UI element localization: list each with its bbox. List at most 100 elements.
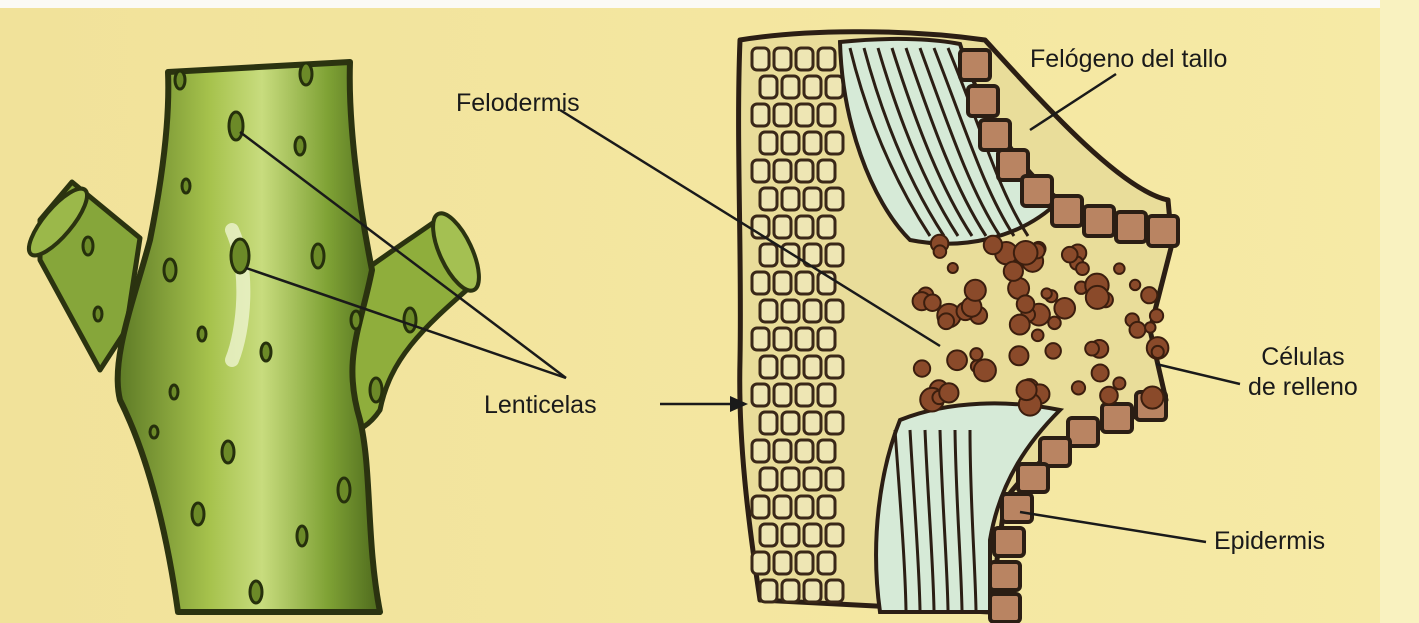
cortex-cell [796, 328, 813, 350]
filling-cell [1076, 262, 1089, 275]
cortex-cell [804, 300, 821, 322]
filling-cell [1014, 241, 1038, 265]
lenticel-dot [164, 259, 176, 281]
label-felodermis: Felodermis [456, 88, 580, 118]
cork-cell [1102, 404, 1132, 432]
cortex-cell [774, 104, 791, 126]
cortex-cell [752, 384, 769, 406]
cortex-cell [782, 468, 799, 490]
cortex-cell [796, 104, 813, 126]
cortex-cell [818, 104, 835, 126]
page-top-edge [0, 0, 1419, 8]
cortex-cell [796, 552, 813, 574]
cortex-cell [760, 468, 777, 490]
lenticel-dot [229, 112, 243, 140]
filling-cell [974, 359, 996, 381]
lenticel-dot [222, 441, 234, 463]
cork-cell [960, 50, 990, 80]
cortex-cell [818, 496, 835, 518]
lenticel-dot [94, 307, 102, 321]
lenticel-dot [150, 426, 158, 438]
cortex-cell [774, 160, 791, 182]
cortex-cell [774, 328, 791, 350]
filling-cell [939, 383, 958, 402]
cortex-cell [818, 384, 835, 406]
lenticel-dot [297, 526, 307, 546]
cork-cell [994, 528, 1024, 556]
cortex-cell [826, 76, 843, 98]
cortex-cell [826, 580, 843, 602]
filling-cell [1141, 287, 1157, 303]
lenticel-dot [175, 71, 185, 89]
filling-cell [1009, 346, 1028, 365]
cortex-cell [760, 356, 777, 378]
label-felogeno-del-tallo: Felógeno del tallo [1030, 44, 1227, 74]
cortex-cell [818, 440, 835, 462]
cortex-cell [752, 328, 769, 350]
cork-cell [1018, 464, 1048, 492]
cortex-cell [804, 76, 821, 98]
cortex-cell [760, 524, 777, 546]
cortex-cell [804, 524, 821, 546]
cortex-cell [826, 468, 843, 490]
lenticel-dot [338, 478, 350, 502]
cortex-cell [818, 48, 835, 70]
cortex-cell [774, 272, 791, 294]
filling-cell [1114, 263, 1125, 274]
cortex-cell [826, 412, 843, 434]
cortex-cell [760, 300, 777, 322]
cork-cell [1084, 206, 1114, 236]
cortex-cell [760, 132, 777, 154]
cortex-cell [782, 356, 799, 378]
cortex-cell [760, 580, 777, 602]
cortex-cell [782, 76, 799, 98]
cortex-cell [804, 356, 821, 378]
cortex-cell [782, 580, 799, 602]
cork-cell [990, 562, 1020, 590]
filling-cell [1085, 342, 1099, 356]
cortex-cell [796, 48, 813, 70]
lenticel-dot [198, 327, 206, 341]
cortex-cell [774, 384, 791, 406]
cortex-cell [826, 356, 843, 378]
filling-cell [924, 294, 941, 311]
cortex-cell [752, 272, 769, 294]
lenticel-dot [182, 179, 190, 193]
cortex-cell [782, 524, 799, 546]
filling-cell [965, 280, 986, 301]
cortex-cell [752, 104, 769, 126]
cortex-cell [818, 216, 835, 238]
cortex-cell [752, 552, 769, 574]
cork-cell [1002, 494, 1032, 522]
cortex-cell [804, 468, 821, 490]
cork-cell [1116, 212, 1146, 242]
cortex-cell [826, 244, 843, 266]
filling-cell [984, 236, 1002, 254]
cork-cell [1068, 418, 1098, 446]
filling-cell [1130, 280, 1140, 290]
lenticel-dot [300, 63, 312, 85]
cortex-cell [782, 244, 799, 266]
cortex-cell [796, 160, 813, 182]
cortex-cell [760, 412, 777, 434]
filling-cell [1145, 322, 1155, 332]
cortex-cell [774, 552, 791, 574]
cork-cell [1040, 438, 1070, 466]
cork-cell [1148, 216, 1178, 246]
filling-cell [1032, 330, 1044, 342]
cortex-cell [796, 384, 813, 406]
cortex-cell [804, 188, 821, 210]
cortex-cell [752, 48, 769, 70]
lenticel-dot [351, 311, 361, 329]
filling-cell [1045, 343, 1060, 358]
cortex-cell [782, 300, 799, 322]
label-lenticelas: Lenticelas [484, 390, 597, 420]
cortex-cell [782, 188, 799, 210]
filling-cell [1086, 286, 1109, 309]
lenticel-dot [83, 237, 93, 255]
cortex-cell [752, 440, 769, 462]
cortex-cell [774, 496, 791, 518]
filling-cell [1152, 346, 1164, 358]
filling-cell [1113, 377, 1125, 389]
